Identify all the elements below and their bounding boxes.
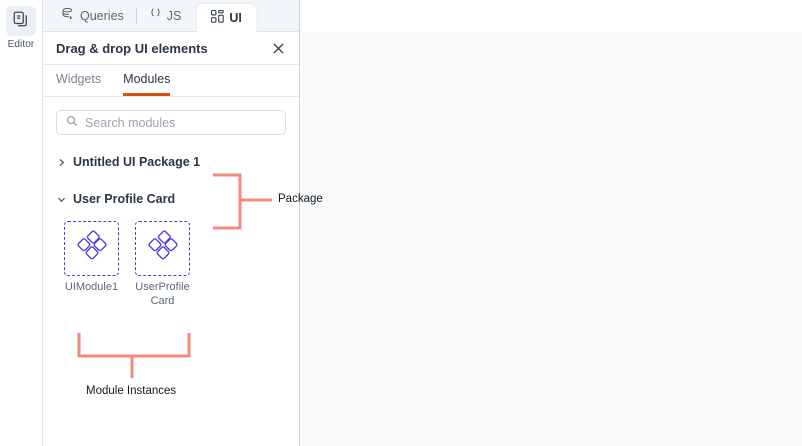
tab-ui[interactable]: UI xyxy=(197,3,256,32)
copy-pages-icon xyxy=(12,10,30,33)
ui-modules-panel: Queries JS xyxy=(43,0,300,446)
search-input[interactable] xyxy=(85,115,276,130)
chevron-down-icon[interactable] xyxy=(56,195,66,204)
module-instance-label: UserProfileCard xyxy=(135,281,190,307)
search-icon xyxy=(66,114,78,132)
panel-topbar: Queries JS xyxy=(43,0,299,32)
grid-blocks-icon xyxy=(211,9,225,26)
panel-body: Untitled UI Package 1 User Profile Card xyxy=(43,97,299,309)
panel-header: Drag & drop UI elements xyxy=(43,32,299,65)
tab-js[interactable]: JS xyxy=(143,4,188,27)
tab-widgets[interactable]: Widgets xyxy=(56,65,101,96)
panel-tabs: Widgets Modules xyxy=(43,65,299,97)
module-instances-grid: UIModule1 xyxy=(56,221,286,309)
module-instance-userprofilecard[interactable]: UserProfileCard xyxy=(135,221,190,309)
tab-modules-label: Modules xyxy=(123,71,171,86)
topbar-divider xyxy=(135,7,137,24)
panel-title: Drag & drop UI elements xyxy=(56,40,208,56)
module-tile[interactable] xyxy=(135,221,190,276)
module-instance-label: UIModule1 xyxy=(64,281,119,293)
curly-braces-icon xyxy=(149,7,162,24)
module-tile[interactable] xyxy=(64,221,119,276)
rail-item-editor[interactable]: Editor xyxy=(6,6,36,50)
rail-icon-box xyxy=(6,6,36,36)
tree-label: User Profile Card xyxy=(73,192,176,206)
chevron-right-icon[interactable] xyxy=(56,158,66,167)
database-query-icon xyxy=(61,7,75,24)
ui-canvas[interactable] xyxy=(302,32,802,446)
tree-row-untitled-ui-package-1[interactable]: Untitled UI Package 1 xyxy=(56,148,286,176)
module-instance-uimodule1[interactable]: UIModule1 xyxy=(64,221,119,309)
four-diamonds-icon xyxy=(75,229,109,268)
modules-tree: Untitled UI Package 1 User Profile Card xyxy=(56,148,286,309)
tree-row-user-profile-card[interactable]: User Profile Card xyxy=(56,185,286,213)
search-modules-field[interactable] xyxy=(56,110,286,135)
tab-queries-label: Queries xyxy=(80,8,124,23)
tab-widgets-label: Widgets xyxy=(56,71,102,86)
tree-label: Untitled UI Package 1 xyxy=(73,155,201,169)
tab-ui-label: UI xyxy=(229,10,242,25)
tab-queries[interactable]: Queries xyxy=(55,4,130,27)
left-rail: Editor xyxy=(0,0,43,446)
canvas-top-strip xyxy=(300,0,802,32)
close-icon[interactable] xyxy=(269,39,287,57)
tab-modules[interactable]: Modules xyxy=(123,65,171,96)
four-diamonds-icon xyxy=(146,229,180,268)
tab-js-label: JS xyxy=(166,8,182,23)
rail-item-label: Editor xyxy=(7,39,35,50)
